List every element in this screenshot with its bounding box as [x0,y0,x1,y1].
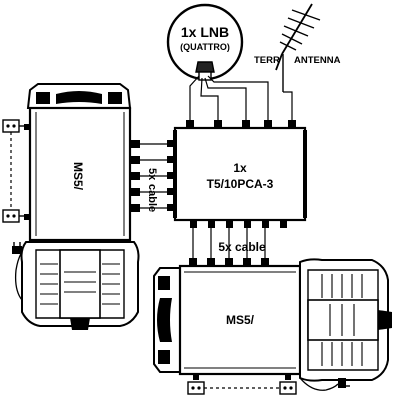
amplifier-unit [167,120,307,228]
cable-bundle-right [140,143,167,209]
wall-socket-icon [279,381,297,395]
amplifier-model: T5/10PCA-3 [207,177,274,191]
amplifier-count: 1x [233,161,247,175]
lnb-subtitle: (QUATTRO) [180,42,230,52]
wall-socket-icon [2,119,24,133]
wall-socket-icon [187,381,205,395]
lnb-cables [189,75,293,122]
terr-label: TERR [254,55,280,66]
cable-right-count: 5x [146,168,158,181]
cable-bottom-label: 5x cable [218,240,266,254]
terrestrial-antenna-icon [275,3,321,92]
multiswitch-left [20,83,140,330]
power-plug-icon [12,242,23,301]
multiswitch-bottom-label: MS5/ [226,313,255,327]
wall-socket-icon [2,209,24,223]
antenna-label: ANTENNA [294,55,341,66]
multiswitch-bottom [153,258,392,382]
lnb-title: 1x LNB [181,24,229,40]
cable-right-word: cable [146,184,158,212]
multiswitch-left-label: MS5/ [71,162,85,191]
power-plug-icon [299,377,350,391]
